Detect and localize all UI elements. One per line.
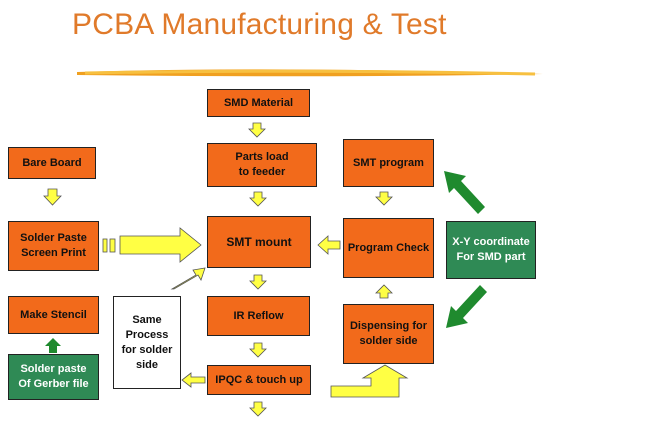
page-title: PCBA Manufacturing & Test bbox=[72, 8, 447, 41]
smt-mount-box: SMT mount bbox=[207, 216, 311, 268]
same-process-box: Same Process for solder side bbox=[113, 296, 181, 389]
down-arrow-icon bbox=[43, 188, 62, 206]
down-arrow-icon bbox=[248, 122, 266, 138]
down-arrow-icon bbox=[249, 191, 267, 207]
diagonal-arrow-icon bbox=[444, 171, 485, 214]
diagonal-arrow-icon bbox=[446, 285, 487, 328]
down-arrow-icon bbox=[375, 191, 393, 206]
bent-arrow-icon bbox=[330, 364, 409, 398]
smd-material-box: SMD Material bbox=[207, 89, 310, 117]
diagonal-arrow-icon bbox=[170, 267, 206, 290]
up-arrow-icon bbox=[45, 338, 61, 353]
solder-paste-print-box: Solder Paste Screen Print bbox=[8, 221, 99, 271]
parts-load-box: Parts load to feeder bbox=[207, 143, 317, 187]
bare-board-box: Bare Board bbox=[8, 147, 96, 179]
down-arrow-icon bbox=[249, 401, 267, 417]
right-arrow-icon bbox=[119, 227, 202, 263]
ir-reflow-box: IR Reflow bbox=[207, 296, 310, 336]
program-check-box: Program Check bbox=[343, 218, 434, 278]
solder-paste-gerber-box: Solder paste Of Gerber file bbox=[8, 354, 99, 400]
title-underline bbox=[77, 69, 543, 77]
xy-coordinate-box: X-Y coordinate For SMD part bbox=[446, 221, 536, 279]
left-arrow-icon bbox=[181, 372, 206, 388]
up-arrow-icon bbox=[375, 284, 393, 299]
down-arrow-icon bbox=[249, 274, 267, 290]
smt-program-box: SMT program bbox=[343, 139, 434, 187]
make-stencil-box: Make Stencil bbox=[8, 296, 99, 334]
left-arrow-icon bbox=[317, 235, 341, 255]
down-arrow-icon bbox=[249, 342, 267, 358]
ipqc-box: IPQC & touch up bbox=[207, 365, 311, 395]
dispensing-box: Dispensing for solder side bbox=[343, 304, 434, 364]
